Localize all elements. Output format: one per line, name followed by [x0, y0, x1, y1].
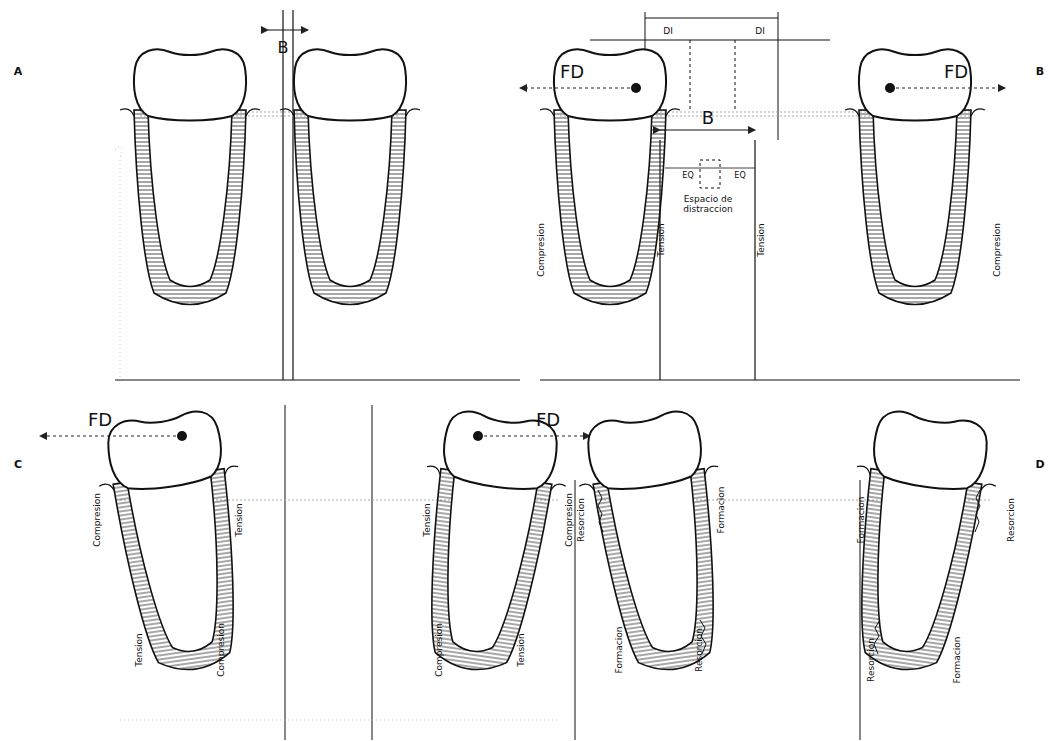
- stress-label: Compresion: [435, 623, 445, 677]
- stress-label: Tension: [135, 633, 145, 667]
- remodeling-label: Resorcion: [695, 628, 705, 672]
- remodeling-label: Resorcion: [1007, 498, 1017, 542]
- stress-label: Compresion: [217, 623, 227, 677]
- panel-letter: C: [14, 459, 22, 471]
- stress-label: Compresion: [565, 493, 575, 547]
- dimension-label: DI: [663, 27, 673, 37]
- stress-label: Tension: [423, 503, 433, 537]
- dimension-label: EQ: [682, 172, 693, 181]
- stress-label: Tension: [657, 223, 667, 257]
- stress-label: Compresion: [993, 223, 1003, 277]
- force-label: FD: [944, 62, 968, 82]
- remodeling-label: Formacion: [717, 487, 727, 534]
- panel-letter: B: [1036, 66, 1044, 78]
- stress-label: Compresion: [537, 223, 547, 277]
- stress-label: Tension: [517, 633, 527, 667]
- force-label: FD: [88, 410, 112, 430]
- remodeling-label: Formacion: [857, 497, 867, 544]
- dimension-label: B: [702, 108, 714, 128]
- remodeling-label: Resorcion: [867, 638, 877, 682]
- force-label: FD: [560, 62, 584, 82]
- stress-label: Tension: [235, 503, 245, 537]
- panel-letter: A: [14, 66, 23, 78]
- panel-letter: D: [1035, 459, 1044, 471]
- force-label: FD: [536, 410, 560, 430]
- dimension-label: EQ: [734, 172, 745, 181]
- region-label: Espacio de distraccion: [672, 195, 744, 215]
- dimension-label: DI: [755, 27, 765, 37]
- stress-label: Compresion: [93, 493, 103, 547]
- remodeling-label: Formacion: [953, 637, 963, 684]
- stress-label: Tension: [757, 223, 767, 257]
- remodeling-label: Resorcion: [577, 498, 587, 542]
- remodeling-label: Formacion: [615, 627, 625, 674]
- dimension-label: B: [278, 39, 289, 57]
